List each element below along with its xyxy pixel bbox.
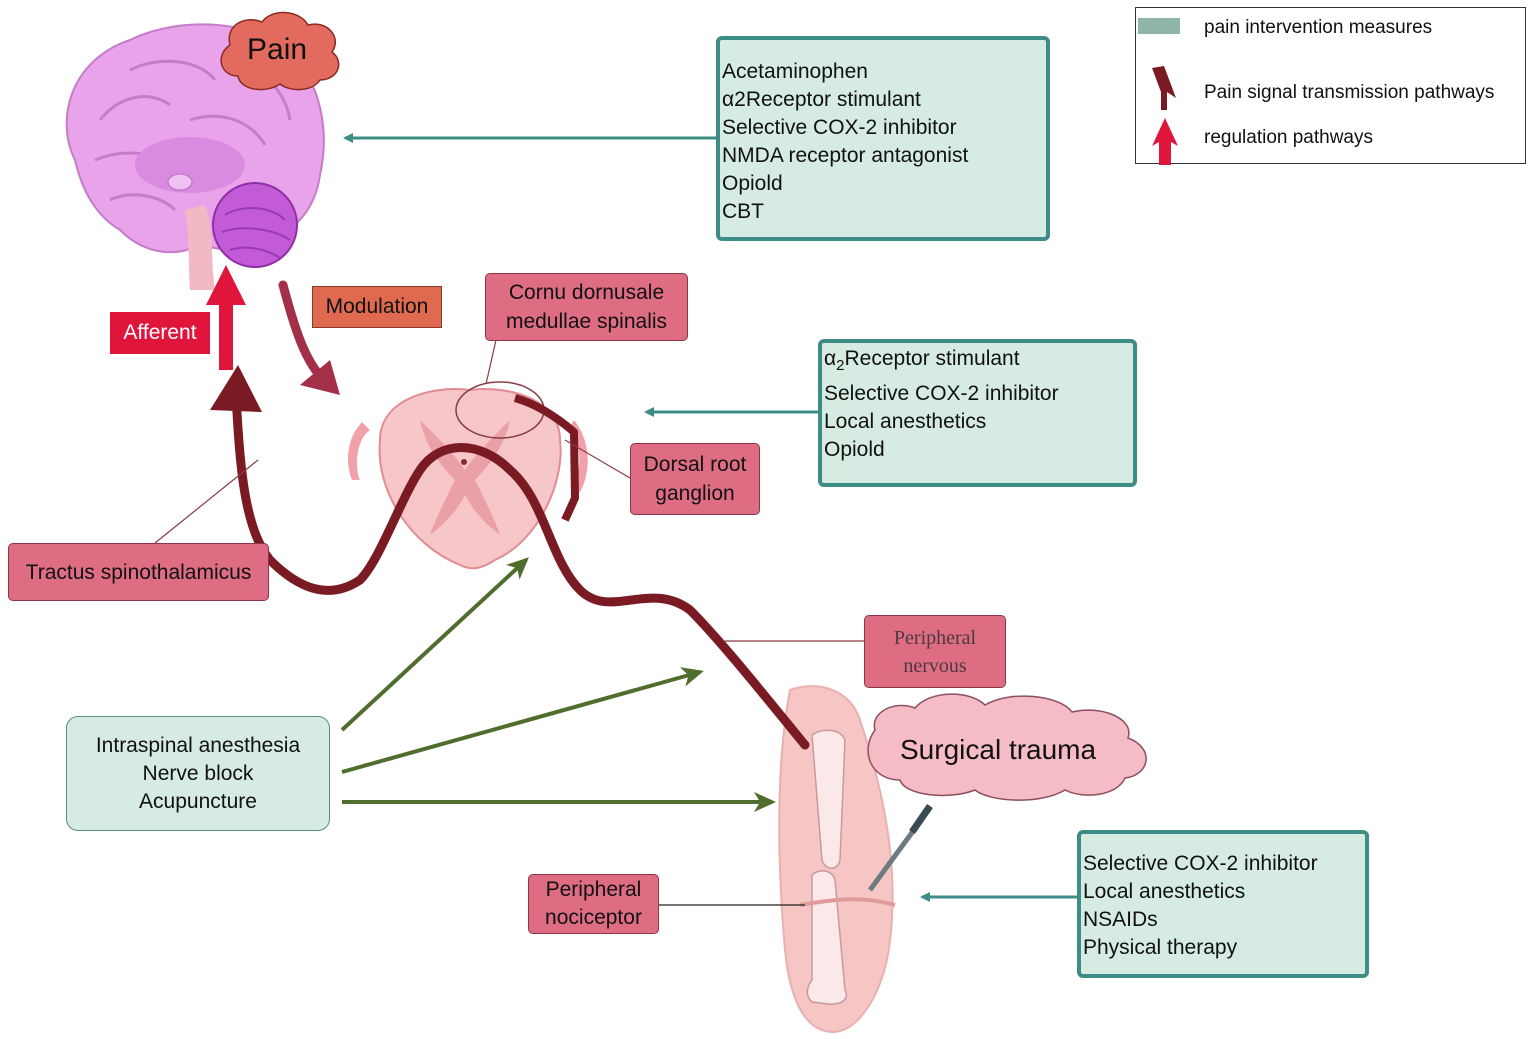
brain-intervention-item: α2Receptor stimulant <box>722 88 921 111</box>
legend-dark-arrow-icon <box>1152 66 1176 110</box>
spinal-intervention-item: Opiold <box>824 438 885 462</box>
brain-intervention-item: CBT <box>722 200 764 223</box>
peripheral-intervention-item: Selective COX-2 inhibitor <box>1083 852 1318 875</box>
peripheral-intervention-box: Selective COX-2 inhibitor Local anesthet… <box>1077 830 1369 978</box>
legend-item-intervention: pain intervention measures <box>1204 17 1433 38</box>
drg-path-segment <box>513 394 579 522</box>
spinal-intervention-item-alpha2: α2Receptor stimulant <box>824 345 1129 380</box>
legend-item-regulation: regulation pathways <box>1204 127 1373 148</box>
spinal-intervention-item: Selective COX-2 inhibitor <box>824 382 1059 406</box>
leg-illustration <box>778 685 933 1034</box>
tractus-leader-line <box>154 459 259 544</box>
peripheral-intervention-item: Local anesthetics <box>1083 880 1246 903</box>
cornu-label-line: medullae spinalis <box>505 310 668 333</box>
nociceptor-label-line: nociceptor <box>545 906 642 929</box>
peripheral-nervous-line: nervous <box>903 654 967 677</box>
peripheral-nervous-label: Peripheral nervous <box>864 615 1006 688</box>
pain-label: Pain <box>247 33 308 66</box>
drg-label-line: Dorsal root <box>643 453 747 476</box>
pain-cloud <box>220 11 340 91</box>
legend-red-arrow-icon <box>1152 118 1178 165</box>
afferent-arrow-head <box>206 265 246 305</box>
regional-arrow-spine <box>340 557 529 732</box>
regional-intervention-box: Intraspinal anesthesia Nerve block Acupu… <box>66 716 330 831</box>
regional-intervention-item: Acupuncture <box>139 789 257 813</box>
tractus-label-text: Tractus spinothalamicus <box>25 560 252 584</box>
brain-intervention-box: Acetaminophen α2Receptor stimulant Selec… <box>716 36 1050 241</box>
legend-teal-swatch <box>1138 18 1180 34</box>
brain-intervention-item: Acetaminophen <box>722 60 868 83</box>
drg-leader-line <box>564 439 631 479</box>
alpha-symbol: α <box>824 347 837 370</box>
regional-intervention-item: Intraspinal anesthesia <box>95 733 301 757</box>
brain-intervention-item: Opiold <box>722 172 783 195</box>
regional-intervention-item: Nerve block <box>142 761 254 785</box>
drg-label: Dorsal root ganglion <box>630 443 760 515</box>
tractus-label: Tractus spinothalamicus <box>8 543 269 601</box>
regional-arrow-nerve <box>341 667 704 774</box>
peripheral-intervention-item: Physical therapy <box>1083 936 1238 959</box>
legend-item-transmission: Pain signal transmission pathways <box>1204 82 1495 103</box>
afferent-label: Afferent <box>110 312 210 354</box>
brain-intervention-item: Selective COX-2 inhibitor <box>722 116 957 139</box>
surgical-trauma-cloud <box>867 693 1147 801</box>
surgical-trauma-label: Surgical trauma <box>900 734 1097 765</box>
legend-swatches <box>1138 18 1180 165</box>
peripheral-nervous-line: Peripheral <box>893 626 977 649</box>
pain-transmission-path <box>231 390 810 750</box>
brain-intervention-item: NMDA receptor antagonist <box>722 144 969 167</box>
cornu-label-line: Cornu dornusale <box>508 281 665 304</box>
legend: pain intervention measures Pain signal t… <box>1135 7 1526 165</box>
alpha-text: Receptor stimulant <box>844 347 1020 370</box>
afferent-arrow-shaft <box>219 300 233 370</box>
peripheral-intervention-item: NSAIDs <box>1083 908 1158 931</box>
modulation-label: Modulation <box>312 286 442 328</box>
drg-label-line: ganglion <box>655 482 735 505</box>
cornu-label: Cornu dornusale medullae spinalis <box>485 273 688 341</box>
cornu-leader-line <box>485 339 497 385</box>
nociceptor-label-line: Peripheral <box>545 878 642 901</box>
pain-transmission-arrowhead <box>210 365 262 412</box>
spinal-intervention-box: α2Receptor stimulant Selective COX-2 inh… <box>818 339 1137 487</box>
peripheral-nociceptor-label: Peripheral nociceptor <box>528 874 659 934</box>
alpha-subscript: 2 <box>836 357 845 375</box>
spinal-intervention-item: Local anesthetics <box>824 410 987 434</box>
modulation-arrow-head <box>300 360 340 395</box>
